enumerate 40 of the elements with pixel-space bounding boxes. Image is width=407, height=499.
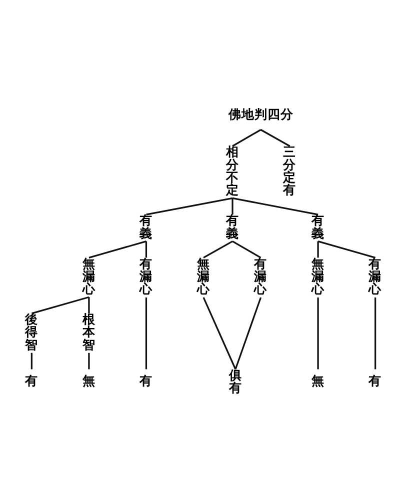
connector	[374, 297, 376, 370]
node-text: 無漏心	[82, 256, 96, 296]
node-text: 無	[82, 372, 96, 388]
connector	[232, 197, 318, 216]
connector	[88, 297, 90, 314]
node-text: 有義	[140, 212, 153, 240]
connector	[232, 198, 234, 215]
connector	[88, 240, 146, 258]
connector	[232, 129, 262, 147]
node-text: 有	[140, 372, 153, 388]
node-text: 俱有	[228, 367, 242, 396]
node-text: 根本智	[82, 312, 96, 352]
node-text: 無漏心	[311, 256, 324, 296]
node-text: 有漏心	[254, 256, 268, 296]
node-text: 無漏心	[196, 256, 210, 296]
connector	[318, 240, 376, 258]
node-text: 有	[24, 372, 38, 388]
connector	[317, 297, 319, 370]
connector	[31, 296, 90, 314]
connector	[260, 129, 290, 147]
node-text: 相分不定	[226, 144, 239, 198]
connector	[30, 352, 32, 370]
connector	[145, 297, 148, 370]
connector	[203, 240, 233, 258]
node-text: 有義	[311, 212, 324, 240]
connector	[88, 352, 90, 370]
node-text: 無	[311, 372, 324, 388]
node-text: 佛地判四分	[228, 106, 294, 122]
node-text: 有	[368, 372, 382, 388]
node-text: 後得智	[24, 312, 38, 352]
node-text: 有漏心	[368, 256, 382, 296]
connector	[234, 297, 262, 370]
connector	[145, 241, 148, 258]
node-text: 有漏心	[140, 256, 153, 296]
connector	[317, 241, 319, 258]
connector	[232, 240, 262, 258]
node-text: 三分定有	[283, 144, 296, 198]
node-text: 有義	[226, 212, 239, 240]
connector	[146, 197, 233, 216]
connector	[202, 297, 236, 370]
